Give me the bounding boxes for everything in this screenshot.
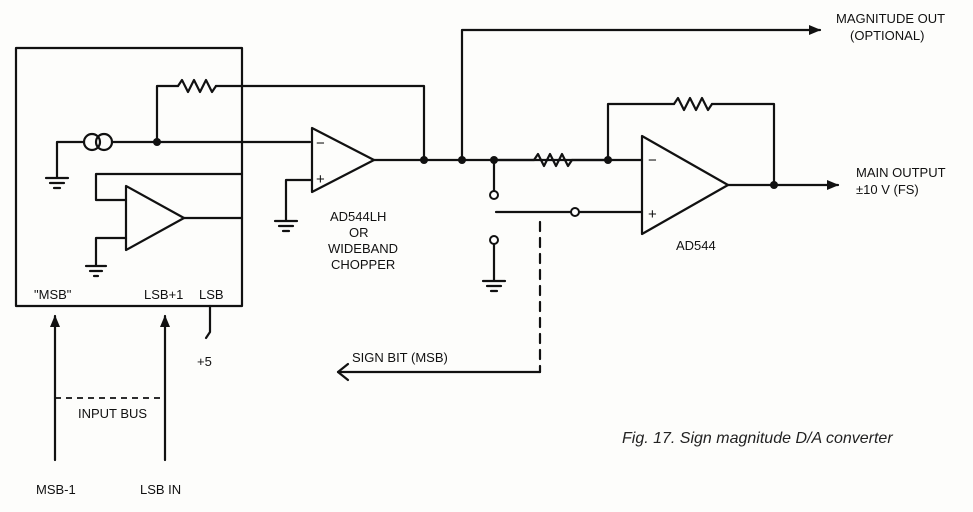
magnitude-out-label: MAGNITUDE OUT	[836, 11, 945, 26]
dac-block	[14, 46, 244, 308]
opamp-2-name: AD544	[676, 238, 716, 253]
opamp-1-minus: −	[316, 135, 325, 152]
lsb-in-label: LSB IN	[140, 482, 181, 497]
optional-label: (OPTIONAL)	[850, 28, 924, 43]
range-label: ±10 V (FS)	[856, 182, 919, 197]
opamp-1-or: OR	[349, 225, 369, 240]
plus5-label: +5	[197, 354, 212, 369]
internal-buffer-amplifier	[84, 172, 244, 278]
junction-dot	[770, 181, 778, 189]
msb-label: "MSB"	[34, 287, 72, 302]
junction-dot	[420, 156, 428, 164]
sign-bit-label: SIGN BIT (MSB)	[352, 350, 448, 365]
opamp-2-minus: −	[648, 152, 657, 169]
lsb-plus-1-label: LSB+1	[144, 287, 183, 302]
figure-caption: Fig. 17. Sign magnitude D/A converter	[622, 430, 893, 447]
opamp-1	[273, 126, 614, 233]
opamp-2	[606, 96, 840, 236]
dac-feedback-wire	[155, 78, 426, 162]
opamp-1-plus: +	[316, 171, 325, 188]
current-source-symbol	[55, 132, 312, 179]
opamp-2-plus: +	[648, 206, 657, 223]
input-bus-label: INPUT BUS	[78, 406, 147, 421]
dac-input-wires	[50, 304, 212, 462]
msb-in-label: MSB-1	[36, 482, 76, 497]
sign-bit-line	[336, 220, 542, 382]
junction-dot	[604, 156, 612, 164]
opamp-1-alt1: WIDEBAND	[328, 241, 398, 256]
magnitude-out-wire	[460, 25, 822, 162]
input-resistor	[492, 152, 610, 168]
sign-switch	[481, 158, 644, 293]
opamp-1-alt2: CHOPPER	[331, 257, 395, 272]
opamp-1-name: AD544LH	[330, 209, 386, 224]
lsb-label: LSB	[199, 287, 224, 302]
junction-dot	[153, 138, 161, 146]
main-output-label: MAIN OUTPUT	[856, 165, 946, 180]
ground-symbol	[44, 176, 70, 190]
